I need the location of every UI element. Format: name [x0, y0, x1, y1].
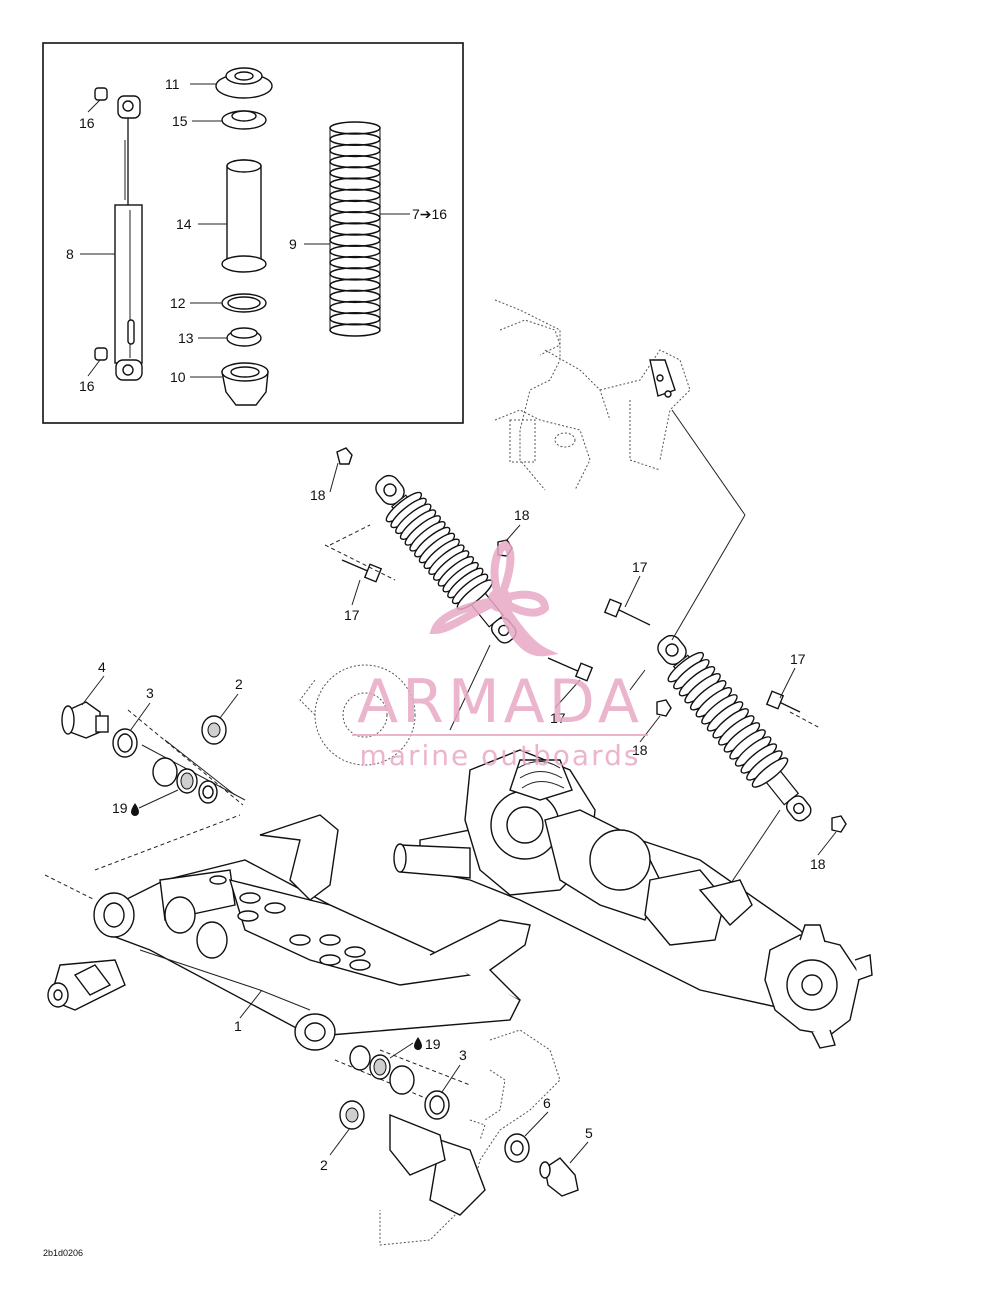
callout-18-d: 18	[810, 856, 826, 872]
chassis-bracket-outline	[379, 1029, 561, 1246]
callout-17-d: 17	[790, 651, 806, 667]
callout-5: 5	[585, 1125, 593, 1141]
assembly-guide-lines	[449, 409, 781, 893]
callout-2-right: 2	[320, 1157, 328, 1173]
callout-11: 11	[165, 76, 180, 92]
watermark-brand: ARMADA	[357, 667, 643, 737]
shock-absorber-part-8	[114, 95, 143, 381]
rear-axle-housing	[299, 664, 873, 1049]
inset-detail-box	[42, 42, 464, 424]
callout-15: 15	[172, 113, 188, 129]
shock-absorber-assembly-right	[657, 634, 812, 822]
callout-14: 14	[176, 216, 192, 232]
callout-labels: 11 15 14 12 13 10 9 7➔16 8 16 16 18 18 1…	[43, 76, 826, 1258]
bearing-set-left	[152, 757, 218, 804]
bearing-set-right	[349, 1045, 415, 1095]
callout-12: 12	[170, 295, 186, 311]
callout-1: 1	[234, 1018, 242, 1034]
callout-18-a: 18	[310, 487, 326, 503]
adjuster-collar-part-10	[221, 362, 269, 406]
callout-16-bottom: 16	[79, 378, 95, 394]
vehicle-frame-outline	[494, 299, 691, 491]
bolt-part-17-d	[765, 690, 821, 729]
callout-range-7-16: 7➔16	[412, 206, 447, 222]
seal-part-2-left	[201, 715, 227, 745]
ring-part-13	[226, 327, 262, 347]
bushing-part-3-right	[424, 1090, 450, 1120]
ring-part-12	[221, 293, 267, 313]
bushing-part-16-top	[94, 87, 108, 101]
nut-part-18-d	[831, 815, 847, 833]
callout-3-right: 3	[459, 1047, 467, 1063]
callout-4: 4	[98, 659, 106, 675]
callout-17-a: 17	[344, 607, 360, 623]
callout-6: 6	[543, 1095, 551, 1111]
bellows-part-14	[221, 159, 267, 273]
callout-13: 13	[178, 330, 194, 346]
washer-part-6	[504, 1133, 530, 1163]
retainer-part-15	[221, 110, 267, 130]
bushing-part-16-bottom	[94, 347, 108, 361]
bolt-part-17-a	[324, 524, 396, 583]
callout-10: 10	[170, 369, 186, 385]
nut-part-18-a	[336, 447, 353, 465]
propeller-logo-icon	[429, 540, 559, 657]
callout-3-left: 3	[146, 685, 154, 701]
pivot-bolt-part-5	[539, 1157, 579, 1197]
callout-19-left: 19	[112, 800, 128, 816]
bushing-part-3-left	[112, 728, 138, 758]
callout-17-c: 17	[550, 710, 566, 726]
lubricant-drop-icons	[131, 803, 422, 1050]
watermark-tagline: marine outboards	[360, 739, 641, 772]
shock-absorber-assembly-left	[375, 474, 517, 644]
callout-16-top: 16	[79, 115, 95, 131]
armada-watermark: ARMADA marine outboards	[352, 540, 648, 772]
callout-leader-lines	[81, 462, 837, 1164]
drawing-code: 2b1d0206	[43, 1248, 83, 1258]
callout-17-b: 17	[632, 559, 648, 575]
spring-seat-part-11	[215, 67, 273, 99]
inset-leader-lines	[80, 83, 410, 378]
swing-arm-part-1	[47, 814, 531, 1051]
pivot-bolt-part-4	[61, 701, 109, 739]
callout-8: 8	[66, 246, 74, 262]
nut-part-18-c	[656, 699, 672, 717]
seal-part-2-right	[339, 1100, 365, 1130]
callout-9: 9	[289, 236, 297, 252]
callout-2-left: 2	[235, 676, 243, 692]
callout-18-b: 18	[514, 507, 530, 523]
bolt-part-17-b	[603, 598, 651, 626]
callout-19-right: 19	[425, 1036, 441, 1052]
bolt-part-17-c	[547, 657, 594, 682]
callout-18-c: 18	[632, 742, 648, 758]
coil-spring-part-9	[329, 121, 381, 337]
